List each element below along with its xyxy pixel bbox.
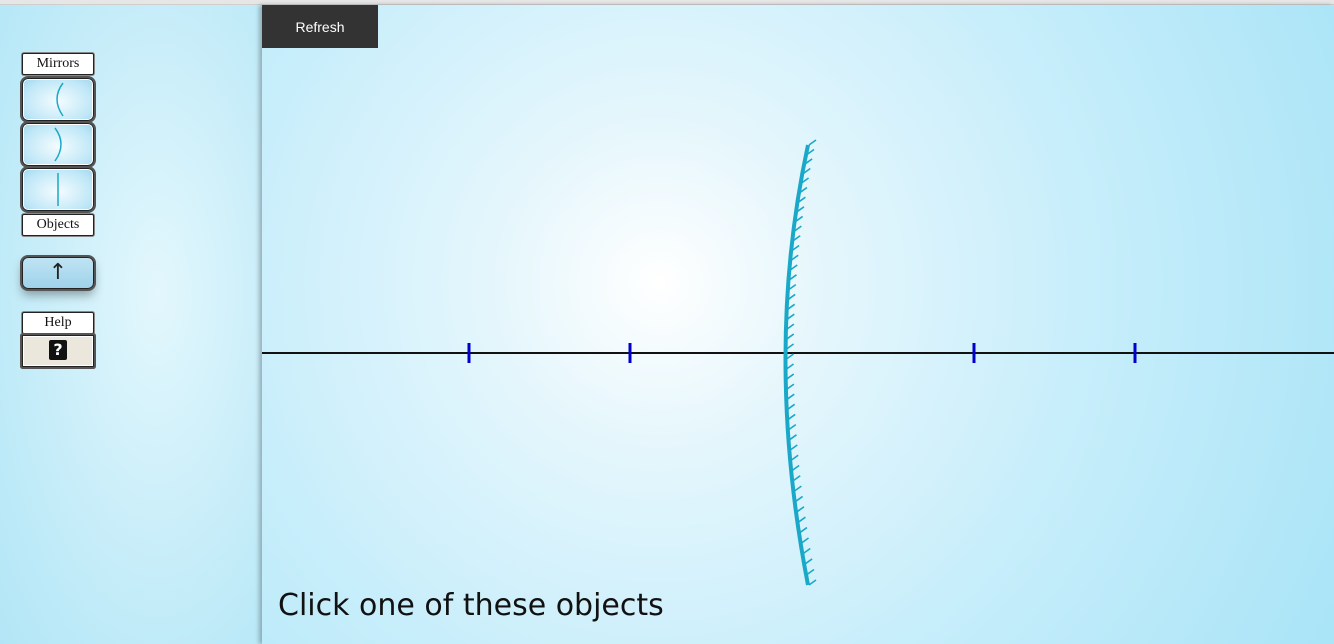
mirror-hatch-mark bbox=[802, 547, 811, 555]
simulation-canvas[interactable] bbox=[262, 5, 1334, 644]
mirror-hatch-mark bbox=[786, 383, 795, 390]
mirror-hatch-mark bbox=[786, 373, 795, 380]
mirror-hatch-mark bbox=[787, 413, 796, 421]
mirror-hatch-mark bbox=[786, 333, 795, 340]
mirror-hatch-mark bbox=[795, 495, 804, 503]
mirror-hatch-mark bbox=[799, 186, 808, 194]
canvas-drawing bbox=[262, 139, 1334, 586]
mirrors-label: Mirrors bbox=[22, 53, 94, 75]
mirror-hatch-mark bbox=[792, 235, 801, 242]
mirror-hatch-mark bbox=[787, 293, 796, 301]
mirror-hatch-mark bbox=[804, 558, 813, 565]
arrow-object-tool[interactable]: ↑ bbox=[22, 257, 94, 289]
mirror-hatch-mark bbox=[802, 167, 811, 175]
mirror-hatch-mark bbox=[786, 343, 795, 350]
mirror-hatch-mark bbox=[808, 139, 817, 146]
mirror-hatch-mark bbox=[793, 485, 802, 492]
mirror-hatch-mark bbox=[796, 506, 805, 513]
mirror-hatch-mark bbox=[789, 274, 797, 281]
mirror-hatch-mark bbox=[786, 323, 795, 330]
mirror-hatch-mark bbox=[801, 537, 810, 544]
mirror-hatch-mark bbox=[788, 283, 797, 291]
mirror-hatch-mark bbox=[804, 158, 813, 165]
mirror-hatch-mark bbox=[789, 434, 797, 441]
plane-mirror-icon bbox=[57, 173, 59, 206]
help-label: Help bbox=[22, 312, 94, 334]
plane-mirror-tool[interactable] bbox=[22, 168, 94, 211]
mirror-hatch-mark bbox=[787, 403, 796, 410]
mirror-hatch-mark bbox=[797, 516, 806, 523]
window-top-border bbox=[0, 0, 1334, 5]
objects-label: Objects bbox=[22, 214, 94, 236]
mirror-hatch-mark bbox=[808, 579, 817, 586]
mirror-hatch-mark bbox=[786, 313, 795, 320]
mirror-hatch-mark bbox=[786, 353, 794, 360]
mirror-hatch-mark bbox=[786, 363, 795, 370]
mirror-hatch-mark bbox=[789, 444, 798, 451]
concave-mirror-tool[interactable] bbox=[22, 78, 94, 121]
mirror-hatch-mark bbox=[797, 196, 806, 203]
concave-mirror-icon bbox=[56, 82, 64, 117]
up-arrow-object-icon: ↑ bbox=[48, 260, 68, 285]
mirror-hatch-mark bbox=[791, 464, 800, 472]
mirror-hatch-mark bbox=[789, 264, 798, 271]
mirror-hatch-mark bbox=[806, 568, 815, 576]
convex-mirror-icon bbox=[54, 127, 62, 162]
mirror-hatch-mark bbox=[790, 454, 799, 461]
mirror-hatch-mark bbox=[806, 148, 815, 156]
mirror-hatch-mark bbox=[786, 393, 795, 400]
mirror-hatch-mark bbox=[795, 215, 804, 223]
help-button[interactable]: ? bbox=[22, 335, 94, 367]
mirror-hatch-mark bbox=[788, 423, 797, 431]
mirror-hatch-mark bbox=[796, 206, 805, 213]
mirror-hatch-mark bbox=[801, 177, 810, 184]
mirror-hatch-mark bbox=[793, 225, 802, 232]
mirror-hatch-mark bbox=[792, 475, 801, 482]
mirror-hatch-mark bbox=[791, 244, 800, 252]
refresh-button[interactable]: Refresh bbox=[262, 5, 378, 48]
question-mark-icon: ? bbox=[49, 340, 67, 360]
mirror-hatch-mark bbox=[790, 254, 799, 261]
convex-mirror[interactable] bbox=[783, 139, 817, 586]
mirror-hatch-mark bbox=[799, 526, 808, 534]
status-message: Click one of these objects bbox=[278, 588, 664, 623]
mirror-hatch-mark bbox=[787, 303, 796, 310]
convex-mirror-tool[interactable] bbox=[22, 123, 94, 166]
